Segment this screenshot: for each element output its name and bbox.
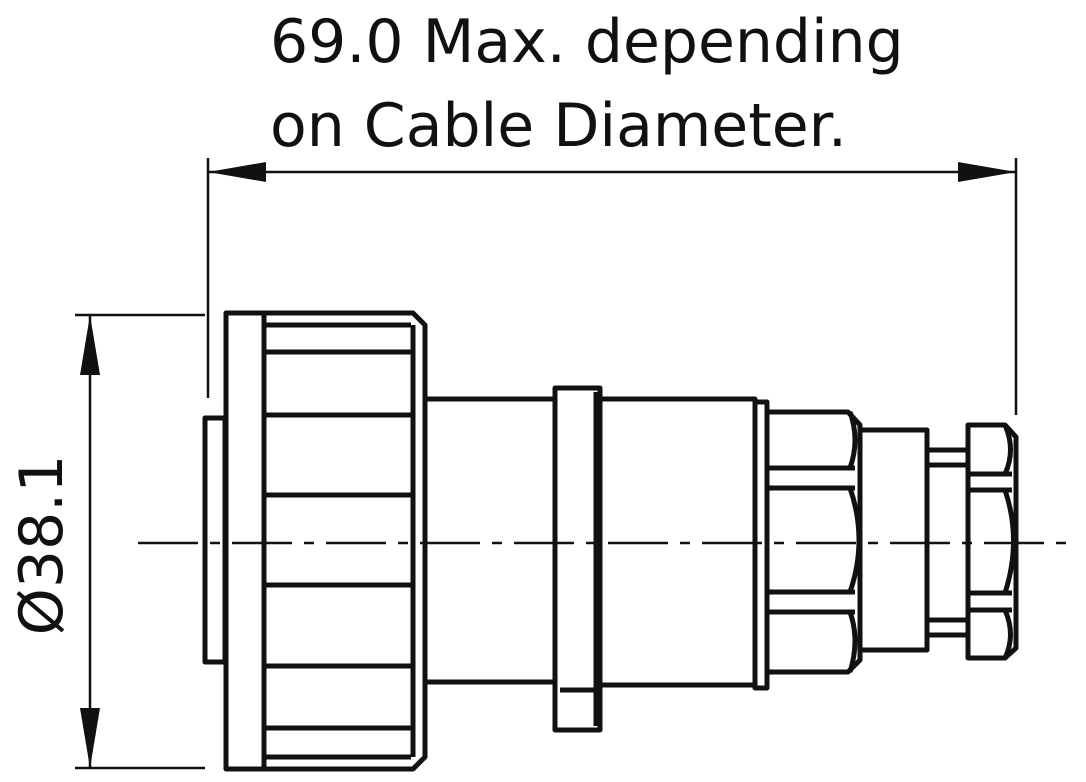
arrow-down-icon [80, 708, 100, 768]
length-dimension [206, 158, 1018, 415]
length-label-line2: on Cable Diameter. [270, 91, 847, 161]
diameter-dimension [75, 313, 205, 770]
diameter-label: Ø38.1 [7, 455, 77, 636]
arrow-up-icon [80, 315, 100, 375]
arrow-left-icon [208, 162, 266, 182]
arrow-right-icon [958, 162, 1016, 182]
connector-body [202, 310, 1019, 772]
length-label-line1: 69.0 Max. depending [270, 7, 904, 77]
